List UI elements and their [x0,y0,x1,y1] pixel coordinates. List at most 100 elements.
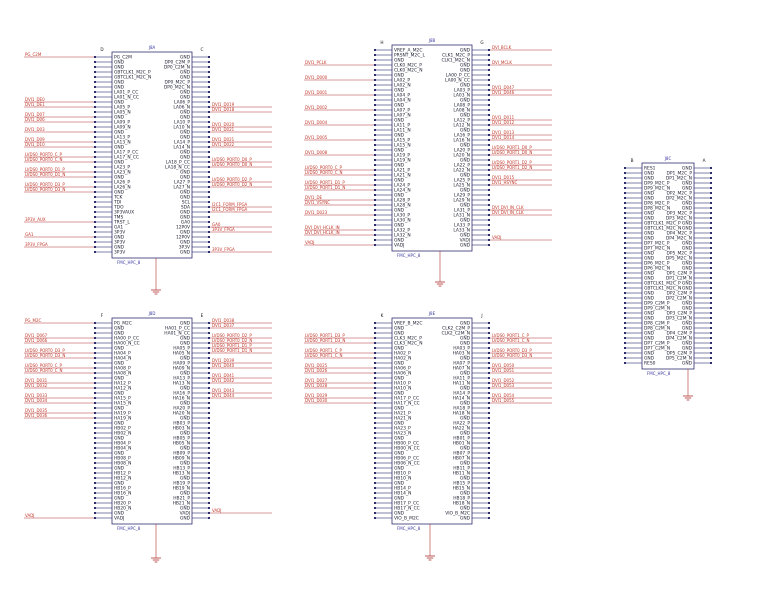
net-label[interactable]: DVI1_D09 [25,137,45,142]
net-label[interactable]: DVI1_HSYNC [492,180,517,185]
net-label[interactable]: DVI1_D07 [25,112,45,117]
net-label[interactable]: DVI1_D035 [25,408,48,413]
net-label[interactable]: GA0 [212,222,221,227]
net-label[interactable]: DVI1_D055 [492,398,515,403]
net-label[interactable]: LVDS0_PORT1_D1_N [212,348,252,353]
net-label[interactable]: DVI1_D03 [25,127,45,132]
connector-body[interactable] [391,44,473,252]
net-label[interactable]: PG_M2C [25,318,42,323]
net-label[interactable]: 3P3V_FPGA [25,242,48,247]
net-label[interactable]: DVI1_D042 [212,378,235,383]
net-label[interactable]: LVDS0_PORT0_D3_N [25,353,65,358]
net-label[interactable]: DVI1_D031 [25,378,48,383]
net-label[interactable]: DVI1_D023 [305,210,328,215]
net-label[interactable]: LVDS0_PORT0_D3_P [25,348,65,353]
net-label[interactable]: DVI1_D040 [212,363,235,368]
connector-body[interactable] [391,317,473,525]
net-label[interactable]: DVI1_D10 [25,142,45,147]
net-label[interactable]: GA1 [25,232,34,237]
net-label[interactable]: DVI1_D053 [492,383,515,388]
net-label[interactable]: DVI1_D051 [492,368,515,373]
net-label[interactable]: DVI1_D046 [492,90,515,95]
net-label[interactable]: I2C1_FORM_FPGA [212,207,248,212]
net-label[interactable]: DVI1_D008 [305,150,328,155]
connector-body[interactable] [111,317,193,525]
net-label[interactable]: DVI_DVI_HCLK_IN [305,225,340,230]
net-label[interactable]: DVI1_D066 [25,338,48,343]
net-label[interactable]: 3P3V_AUX [25,217,46,222]
net-label[interactable]: DVI1_D001 [305,90,328,95]
net-label[interactable]: DVI1_D054 [492,393,515,398]
net-label[interactable]: DVI1_DE1 [25,102,45,107]
net-label[interactable]: LVDS0_PORT0_C_N [25,157,63,162]
net-label[interactable]: DVI1_D032 [25,383,48,388]
net-label[interactable]: LVDS0_PORT1_D1_P [305,180,345,185]
net-label[interactable]: LVDS0_PORT1_D0_P [492,145,532,150]
net-label[interactable]: LVDS0_PORT0_C_P [305,165,343,170]
net-label[interactable]: LVDS0_PORT0_D2_N [212,338,252,343]
net-label[interactable]: LVDS0_PORT0_D2_P [212,333,252,338]
net-label[interactable]: DVI1_D000 [305,75,328,80]
net-label[interactable]: DVI1_D041 [212,373,235,378]
net-label[interactable]: LVDS0_PORT1_D2_P [492,160,532,165]
net-label[interactable]: LVDS0_PORT0_D3_N [25,187,65,192]
net-label[interactable]: LVDS0_PORT0_D2_P [212,177,252,182]
net-label[interactable]: DVI1_D028 [305,383,328,388]
net-label[interactable]: DVI1_D034 [25,398,48,403]
net-label[interactable]: DVI1_PCLK [305,60,327,65]
net-label[interactable]: DVI1_D052 [492,378,515,383]
net-label[interactable]: DVI_DVI_HCLK_IN [305,230,340,235]
net-label[interactable]: VADJ [212,508,221,513]
net-label[interactable]: LVDS0_PORT1_D3_P [305,333,345,338]
net-label[interactable]: LVDS0_PORT1_C_N [492,338,530,343]
net-label[interactable]: DVI_MCLK [492,60,512,65]
net-label[interactable]: DVI1_D020 [212,122,235,127]
net-label[interactable]: DVI1_D021 [212,137,235,142]
net-label[interactable]: LVDS0_PORT0_C_N [305,170,343,175]
net-label[interactable]: LVDS0_PORT0_D1_P [25,167,65,172]
net-label[interactable]: DVI_DVI_IN_CLK [492,205,524,210]
net-label[interactable]: DVI1_D025 [305,363,328,368]
net-label[interactable]: LVDS0_PORT1_D0_N [492,150,532,155]
net-label[interactable]: DVI1_D043 [212,388,235,393]
net-label[interactable]: DVI1_VSYNC [305,200,330,205]
net-label[interactable]: LVDS0_PORT0_D0_N [212,162,252,167]
net-label[interactable]: DVI1_DE0 [25,97,45,102]
net-label[interactable]: DVI1_D014 [492,135,515,140]
net-label[interactable]: DVI1_D036 [25,413,48,418]
net-label[interactable]: LVDS0_PORT0_C_N [25,368,63,373]
net-label[interactable]: 3P3V_FPGA [212,247,235,252]
net-label[interactable]: DVI1_D06 [25,117,45,122]
net-label[interactable]: LVDS0_PORT1_D3_N [305,338,345,343]
net-label[interactable]: DVI1_D033 [25,393,48,398]
net-label[interactable]: DVI1_D004 [305,120,328,125]
net-label[interactable]: LVDS0_PORT0_C_P [25,152,63,157]
net-label[interactable]: PG_C2M [25,52,42,57]
net-label[interactable]: LVDS0_PORT0_D0_P [212,157,252,162]
net-label[interactable]: DVI1_D029 [305,393,328,398]
net-label[interactable]: DVI1_D030 [305,398,328,403]
net-label[interactable]: DVI1_D019 [212,102,235,107]
net-label[interactable]: LVDS0_PORT1_D1_N [305,185,345,190]
net-label[interactable]: VADJ [305,240,314,245]
net-label[interactable]: DVI1_D044 [212,393,235,398]
net-label[interactable]: DVI1_D018 [212,107,235,112]
net-label[interactable]: DVI1_D005 [305,135,328,140]
net-label[interactable]: DVI1_D067 [25,333,48,338]
net-label[interactable]: DVI1_D012 [492,120,515,125]
net-label[interactable]: DVI_DVI_IN_CLK [492,210,524,215]
net-label[interactable]: LVDS0_PORT1_C_N [305,353,343,358]
net-label[interactable]: DVI1_D011 [492,115,515,120]
connector-body[interactable] [111,51,193,259]
net-label[interactable]: DVI1_D002 [305,105,328,110]
net-label[interactable]: LVDS0_PORT0_D1_N [25,172,65,177]
net-label[interactable]: 3P3V_FPGA [212,227,235,232]
net-label[interactable]: DVI1_D021 [212,127,235,132]
net-label[interactable]: DVI1_D050 [492,363,515,368]
net-label[interactable]: LVDS0_PORT0_D2_N [212,182,252,187]
net-label[interactable]: DVI1_D037 [212,323,235,328]
net-label[interactable]: DVI_BCLK [492,45,512,50]
net-label[interactable]: LVDS0_PORT0_C_P [25,363,63,368]
net-label[interactable]: LVDS0_PORT0_D3_P [25,182,65,187]
net-label[interactable]: DVI1_D027 [305,378,328,383]
